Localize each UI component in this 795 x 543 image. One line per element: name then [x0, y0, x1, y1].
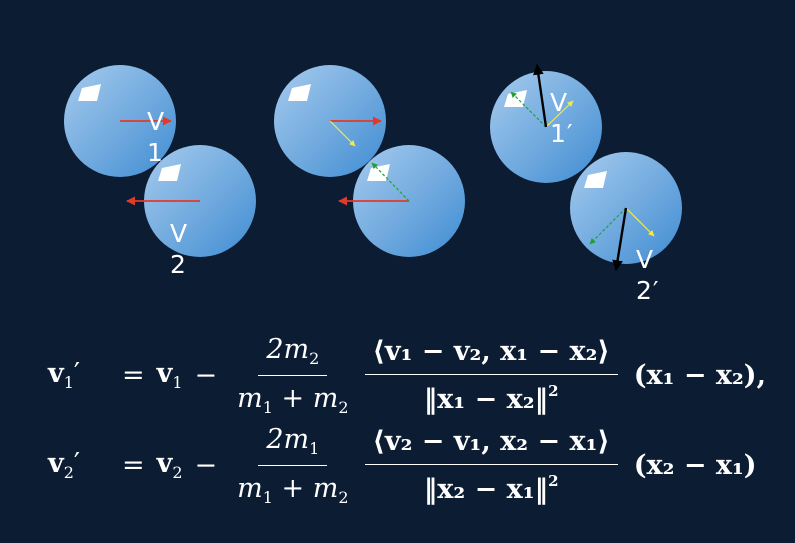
label-v1-line1: V [147, 107, 166, 136]
panel-decomposition [274, 65, 465, 257]
normal-component-1 [329, 120, 356, 147]
normal-component-2 [371, 162, 410, 202]
equation-v2-prime: v2′ = v2 − 2m1 m1 + m2 ⟨v₂ − v₁, x₂ − x₁… [48, 420, 788, 510]
collision-diagram [64, 63, 682, 272]
eq1-projection-fraction: ⟨v₁ − v₂, x₁ − x₂⟩ ‖x₁ − x₂‖2 [364, 336, 618, 415]
normal-component-2 [589, 207, 627, 245]
highlight-icon [584, 171, 607, 188]
label-v1p-line1: V [550, 88, 569, 117]
eq2-rhs-v: v2 [156, 448, 183, 482]
label-v2p-line1: V [636, 245, 655, 274]
eq2-mass-fraction: 2m1 m1 + m2 [237, 423, 349, 507]
eq2-projection-fraction: ⟨v₂ − v₁, x₂ − x₁⟩ ‖x₂ − x₁‖2 [364, 426, 618, 505]
eq1-lhs: v1′ [48, 358, 81, 392]
eq1-tail: (x₁ − x₂), [633, 359, 766, 391]
tangent-component-1 [545, 100, 574, 128]
result-velocity-arrow-1 [533, 63, 548, 128]
eq2-lhs: v2′ [48, 448, 81, 482]
label-v2-prime: V 2′ [636, 244, 660, 306]
highlight-icon [288, 84, 311, 101]
tangent-component-2 [625, 207, 655, 237]
label-v1: V 1 [147, 106, 165, 168]
panel-after-collision [490, 63, 682, 272]
highlight-icon [158, 164, 181, 181]
label-v2: V 2 [170, 218, 188, 280]
label-v2-line1: V [170, 219, 189, 248]
eq1-equals: = [122, 359, 145, 391]
eq1-minus: − [194, 359, 218, 391]
highlight-icon [78, 84, 101, 101]
label-v1-prime: V 1′ [550, 87, 574, 149]
label-v2-line2: 2 [170, 250, 187, 279]
eq1-rhs-v: v1 [156, 358, 183, 392]
eq1-mass-fraction: 2m2 m1 + m2 [237, 333, 349, 417]
normal-component-1 [510, 91, 547, 128]
eq2-equals: = [122, 449, 145, 481]
eq2-minus: − [194, 449, 218, 481]
panel-before-collision [64, 65, 256, 257]
label-v1p-line2: 1′ [550, 119, 574, 148]
equation-v1-prime: v1′ = v1 − 2m2 m1 + m2 ⟨v₁ − v₂, x₁ − x₂… [48, 330, 788, 420]
highlight-icon [504, 90, 527, 107]
eq2-tail: (x₂ − x₁) [633, 449, 757, 481]
label-v1-line2: 1 [147, 138, 164, 167]
label-v2p-line2: 2′ [636, 276, 660, 305]
collision-equations: v1′ = v1 − 2m2 m1 + m2 ⟨v₁ − v₂, x₁ − x₂… [48, 330, 788, 510]
result-velocity-arrow-2 [612, 207, 628, 272]
